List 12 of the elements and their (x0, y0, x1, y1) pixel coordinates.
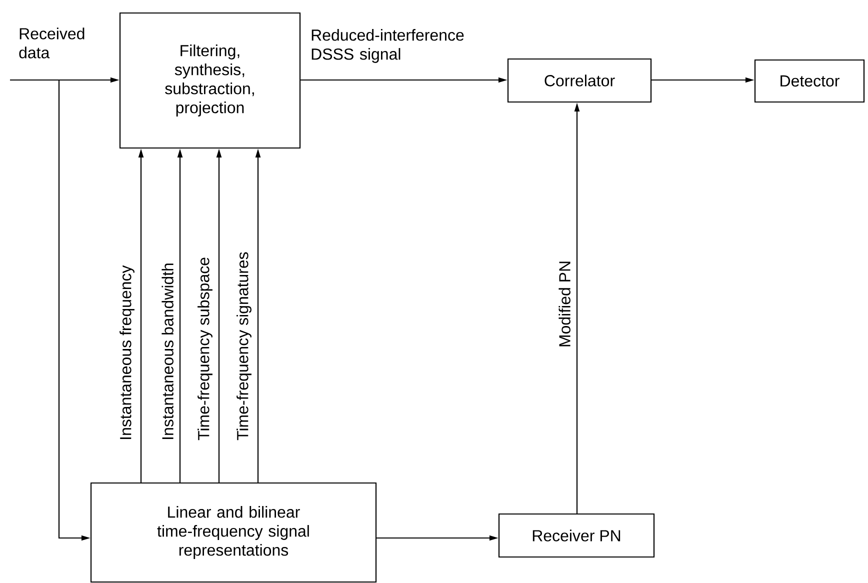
process-box: Linear and bilinear time-frequency signal representations (90, 482, 377, 583)
process-box: Filtering, synthesis, substraction, projection (119, 12, 301, 149)
process-box: Correlator (507, 58, 652, 103)
edge-label: Instantaneous bandwidth (162, 264, 174, 439)
process-box: Receiver PN (498, 513, 655, 558)
edge-label: Reduced-interference DSSS signal (312, 29, 464, 63)
edge-label: Instantaneous frequency (120, 265, 134, 439)
edge-label: Time-frequency subspace (198, 258, 212, 440)
input-label: Received data (19, 28, 84, 58)
process-box: Detector (754, 59, 865, 103)
edge-label: Modified PN (558, 262, 570, 346)
edge-label: Time-frequency signatures (236, 252, 252, 440)
